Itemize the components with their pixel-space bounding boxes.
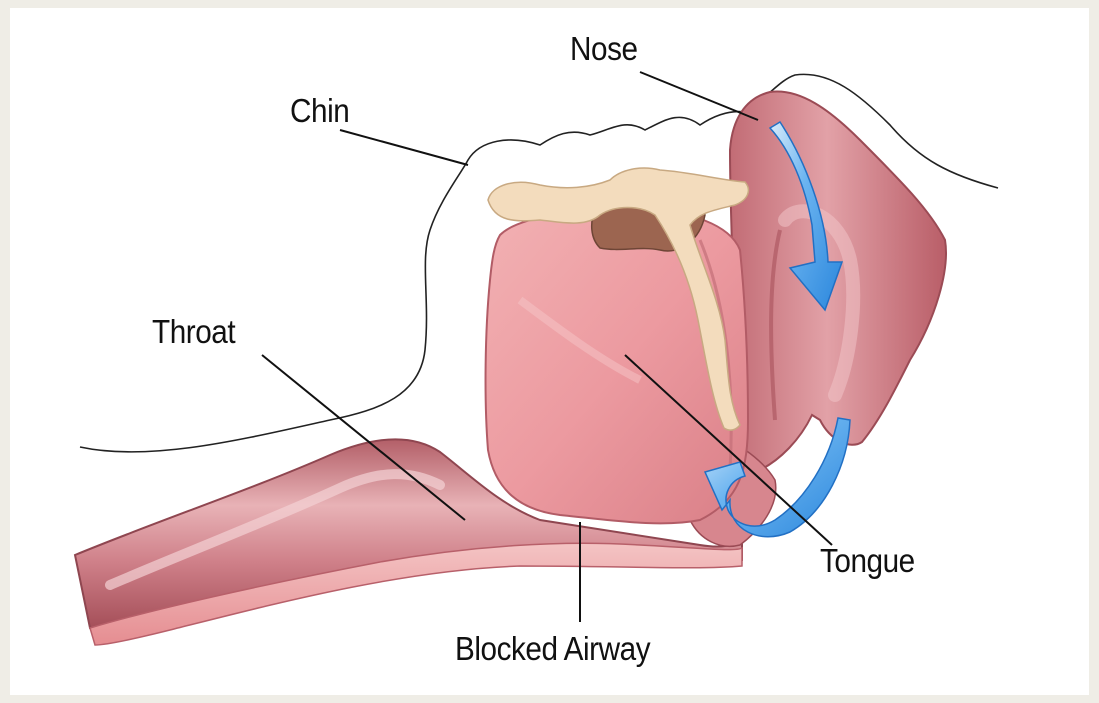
nose-label: Nose: [570, 30, 638, 68]
nose-leader-line: [640, 72, 758, 120]
chin-leader-line: [340, 130, 468, 165]
blocked-airway-label: Blocked Airway: [455, 630, 650, 668]
tongue-label: Tongue: [820, 542, 915, 580]
throat-label: Throat: [152, 313, 235, 351]
chin-label: Chin: [290, 92, 349, 130]
